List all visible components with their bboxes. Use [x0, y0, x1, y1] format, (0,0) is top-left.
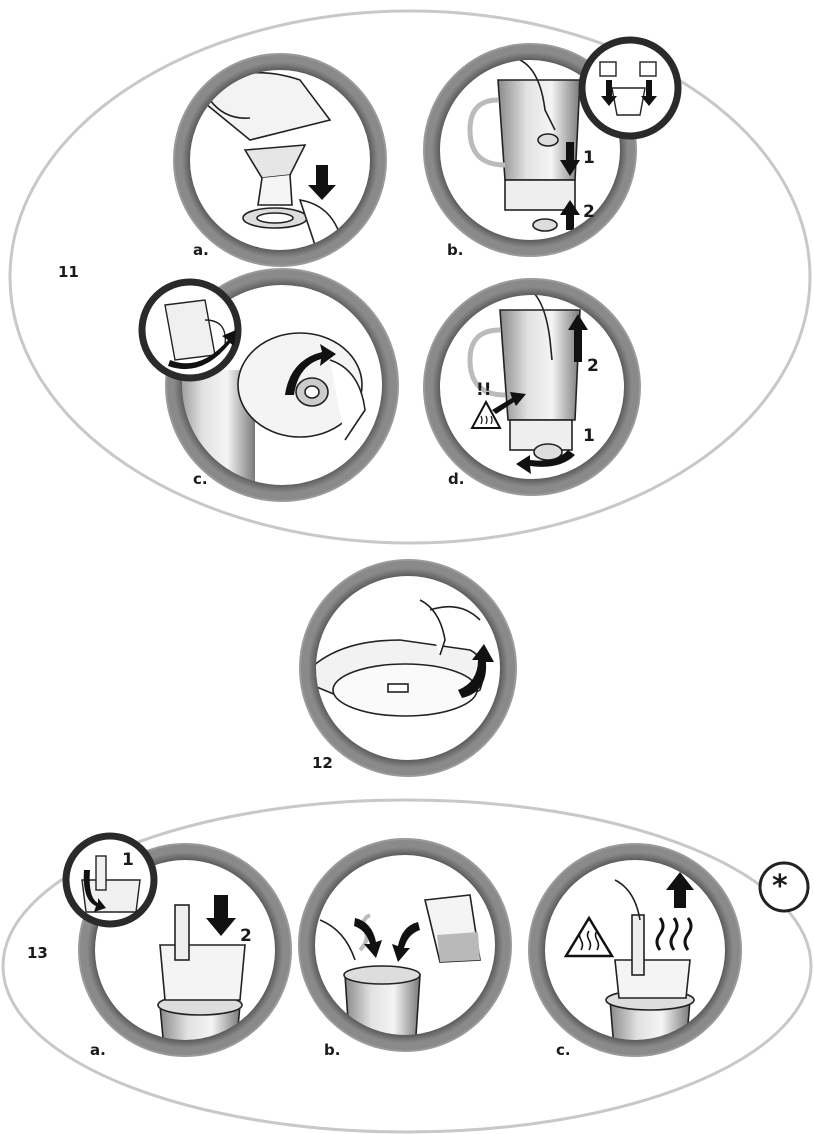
arrow-down-icon — [560, 142, 580, 176]
arrow-up-icon — [666, 872, 694, 908]
rotate-arrow-icon — [516, 450, 575, 474]
hot-surface-warning-icon — [563, 915, 615, 958]
inset-arrow-down-icon — [601, 80, 617, 106]
step-13a-label: a. — [90, 1041, 106, 1059]
step-13b-illustration — [298, 838, 512, 1052]
step-11d-label: d. — [448, 470, 465, 488]
pour-arrow-icon — [354, 918, 382, 958]
step-13a-number-2: 2 — [240, 926, 252, 946]
step-11b-label: b. — [447, 241, 464, 259]
press-down-arrow-icon — [308, 165, 336, 200]
arrow-up-icon — [560, 200, 580, 230]
section-11-ellipse — [8, 9, 812, 545]
note-badge — [758, 861, 810, 913]
inset-arrow-down-icon — [641, 80, 657, 106]
step-11d-number-1: 1 — [583, 426, 595, 446]
step-11a-illustration — [173, 53, 387, 267]
step-11d-number-2: 2 — [587, 356, 599, 376]
push-arrow-icon — [492, 392, 526, 414]
step-11b-number-1: 1 — [583, 148, 595, 168]
step-11d-caution-mark: !! — [476, 380, 492, 400]
hot-surface-warning-icon — [470, 399, 502, 429]
arrow-up-icon — [568, 314, 588, 362]
section-12-number: 12 — [312, 754, 333, 772]
step-11a-label: a. — [193, 241, 209, 259]
step-11b-illustration — [423, 36, 682, 257]
section-11-number: 11 — [58, 263, 79, 281]
pour-arrow-icon — [392, 922, 420, 962]
section-13-number: 13 — [27, 944, 48, 962]
step-13a-illustration — [62, 832, 292, 1057]
rotate-arrow-icon — [285, 344, 336, 395]
step-11b-number-2: 2 — [583, 202, 595, 222]
note-symbol: * — [772, 869, 788, 904]
step-13c-label: c. — [556, 1041, 571, 1059]
lift-arrow-icon — [458, 644, 494, 698]
step-12-illustration — [299, 559, 517, 777]
inset-rotate-arrow-icon — [83, 870, 106, 912]
step-13b-label: b. — [324, 1041, 341, 1059]
inset-rotate-arrow-icon — [168, 330, 236, 370]
step-11d-illustration — [423, 278, 641, 496]
section-13-ellipse — [1, 798, 813, 1134]
step-13a-number-1: 1 — [122, 850, 134, 870]
arrow-down-icon — [206, 895, 236, 936]
step-11c-illustration — [138, 268, 399, 502]
step-11c-label: c. — [193, 470, 208, 488]
steam-icon — [655, 917, 693, 951]
step-13c-illustration — [528, 843, 742, 1057]
